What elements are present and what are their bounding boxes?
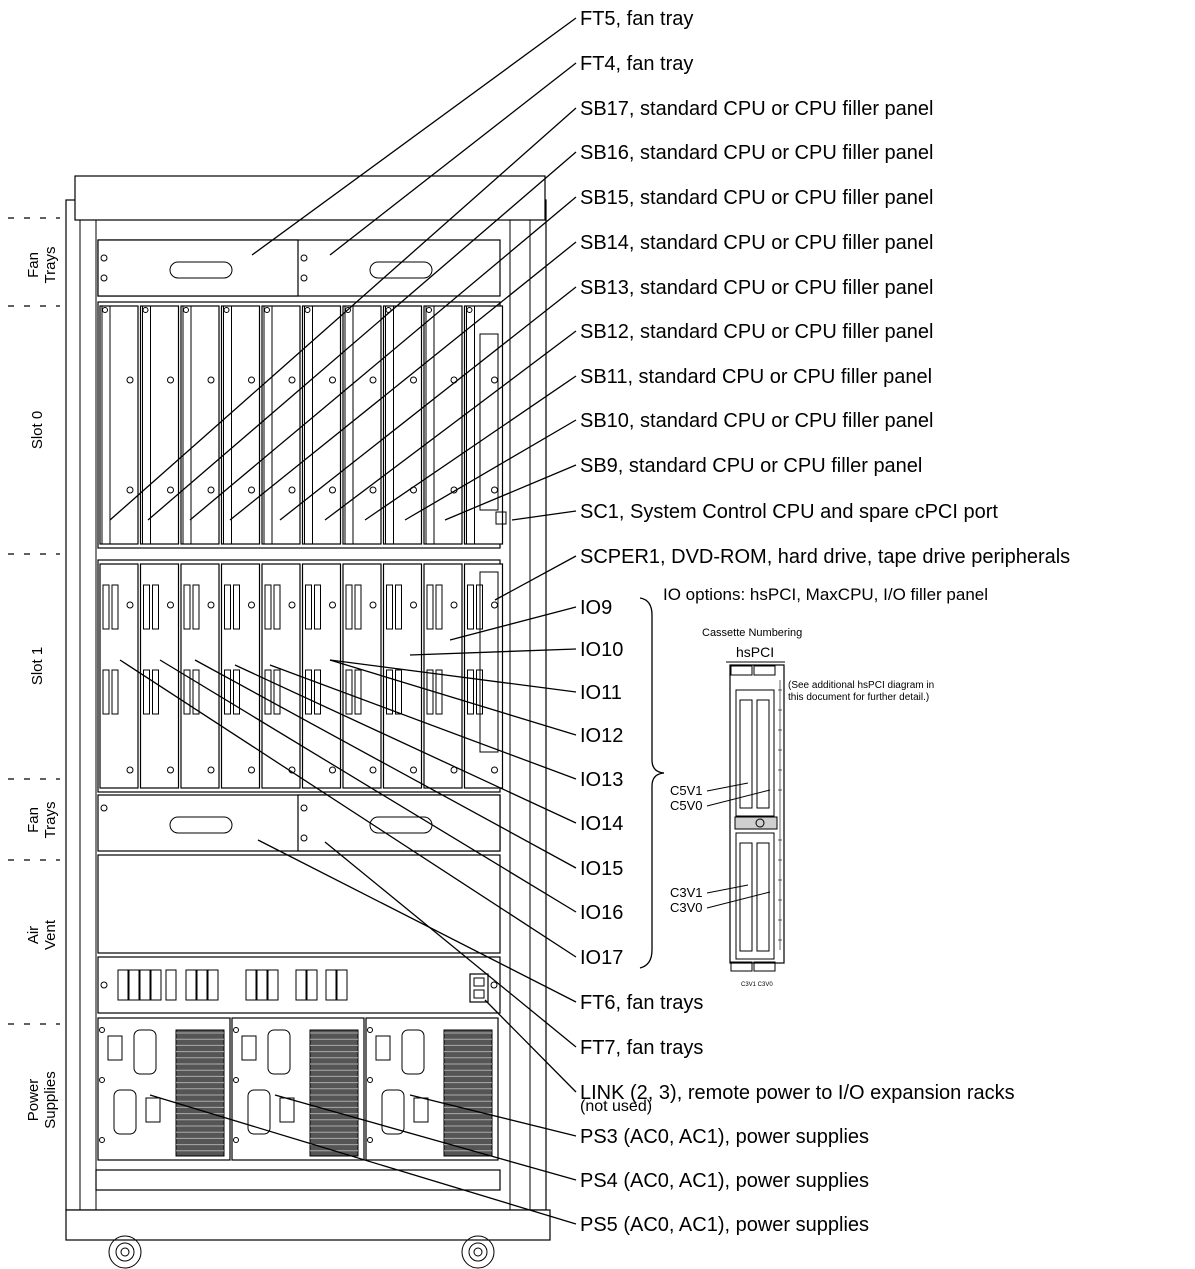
cassette-top-tag-1: C5V1 — [733, 669, 749, 675]
label-fan-trays-top-1: Fan — [25, 252, 42, 278]
callout-label: IO13 — [580, 769, 623, 791]
callout-label: SB11, standard CPU or CPU filler panel — [580, 366, 932, 388]
callout-label: IO10 — [580, 639, 623, 661]
cassette-note-2: this document for further detail.) — [788, 692, 929, 703]
slot1-board — [99, 563, 139, 789]
callout-label: SB17, standard CPU or CPU filler panel — [580, 98, 934, 120]
callout-label: FT4, fan tray — [580, 53, 693, 75]
breaker-panel — [97, 956, 501, 1014]
cassette-top-tag-2: C5V0 — [756, 669, 772, 675]
slot1-board — [220, 563, 261, 789]
callout-label: FT6, fan trays — [580, 992, 703, 1014]
top-fan-trays — [97, 239, 501, 297]
slot1-board — [382, 563, 423, 789]
slot0-board — [423, 305, 463, 545]
caster-left — [108, 1235, 142, 1269]
io-bracket — [639, 597, 665, 969]
cassette-bottom-small: C3V1 C3V0 — [741, 982, 773, 988]
cassette-note-1: (See additional hsPCI diagram in — [788, 680, 934, 691]
label-slot0: Slot 0 — [29, 411, 46, 449]
callout-label: IO17 — [580, 947, 623, 969]
power-supply-unit — [231, 1017, 365, 1161]
slot1-board — [423, 563, 463, 789]
side-section-dividers — [8, 217, 60, 1025]
callout-label: IO15 — [580, 858, 623, 880]
power-supply-unit — [97, 1017, 231, 1161]
callout-label: LINK (2, 3), remote power to I/O expansi… — [580, 1082, 1015, 1104]
callout-label: FT7, fan trays — [580, 1037, 703, 1059]
slot1-board — [261, 563, 301, 789]
label-fan-trays-top-2: Trays — [42, 247, 59, 284]
cassette-bottom-tag-2: C3V0 — [756, 965, 772, 971]
callout-label: IO16 — [580, 902, 623, 924]
air-vent — [97, 854, 501, 954]
cassette-bottom-tag-1: C3V1 — [733, 965, 749, 971]
slot0-board — [463, 305, 504, 545]
cassette-label-c3v0: C3V0 — [670, 900, 703, 915]
slot1-board — [342, 563, 382, 789]
cassette-header: hsPCI — [736, 644, 774, 660]
label-slot1: Slot 1 — [29, 647, 46, 685]
label-air-vent-2: Vent — [42, 919, 59, 950]
callout-label: SB9, standard CPU or CPU filler panel — [580, 455, 922, 477]
slot1-board — [139, 563, 180, 789]
slot0-board — [180, 305, 220, 545]
cassette-inset: Cassette Numbering hsPCI (See additional… — [670, 627, 934, 988]
cassette-title: Cassette Numbering — [702, 627, 802, 639]
slot1-boards — [97, 559, 504, 793]
caster-right — [461, 1235, 495, 1269]
callout-label: PS5 (AC0, AC1), power supplies — [580, 1214, 869, 1236]
cassette-label-c3v1: C3V1 — [670, 885, 703, 900]
slot0-board — [139, 305, 180, 545]
callout-label: IO14 — [580, 813, 623, 835]
slot0-boards — [97, 301, 507, 549]
cassette-label-c5v1: C5V1 — [670, 783, 703, 798]
power-supply-unit — [365, 1017, 499, 1161]
slot1-board — [463, 563, 504, 789]
callout-label: PS4 (AC0, AC1), power supplies — [580, 1170, 869, 1192]
callout-label: SB13, standard CPU or CPU filler panel — [580, 277, 934, 299]
label-fan-trays-bottom-2: Trays — [42, 802, 59, 839]
slot1-board — [301, 563, 342, 789]
power-supplies — [97, 1017, 499, 1161]
slot0-board — [261, 305, 301, 545]
callout-label: SCPER1, DVD-ROM, hard drive, tape drive … — [580, 546, 1070, 568]
slot0-board — [382, 305, 423, 545]
slot0-board — [99, 305, 139, 545]
callout-label: PS3 (AC0, AC1), power supplies — [580, 1126, 869, 1148]
slot0-board — [301, 305, 342, 545]
callout-label: SB10, standard CPU or CPU filler panel — [580, 410, 934, 432]
label-power-supplies-2: Supplies — [42, 1071, 59, 1129]
callout-label: SC1, System Control CPU and spare cPCI p… — [580, 501, 998, 523]
label-air-vent-1: Air — [25, 926, 42, 944]
callout-label: (not used) — [580, 1098, 652, 1115]
slot0-board — [342, 305, 382, 545]
callout-label: SB15, standard CPU or CPU filler panel — [580, 187, 934, 209]
bottom-fan-trays — [97, 794, 501, 852]
callout-label: SB12, standard CPU or CPU filler panel — [580, 321, 934, 343]
leader-lines — [109, 17, 577, 1225]
callout-label: FT5, fan tray — [580, 8, 693, 30]
label-fan-trays-bottom-1: Fan — [25, 807, 42, 833]
callout-label: IO12 — [580, 725, 623, 747]
callout-label: IO9 — [580, 597, 612, 619]
callout-label: SB14, standard CPU or CPU filler panel — [580, 232, 934, 254]
label-power-supplies-1: Power — [25, 1079, 42, 1122]
callout-label: SB16, standard CPU or CPU filler panel — [580, 142, 934, 164]
slot0-board — [220, 305, 261, 545]
callout-label: IO11 — [580, 682, 622, 704]
cassette-label-c5v0: C5V0 — [670, 798, 703, 813]
io-options-label: IO options: hsPCI, MaxCPU, I/O filler pa… — [663, 585, 988, 604]
